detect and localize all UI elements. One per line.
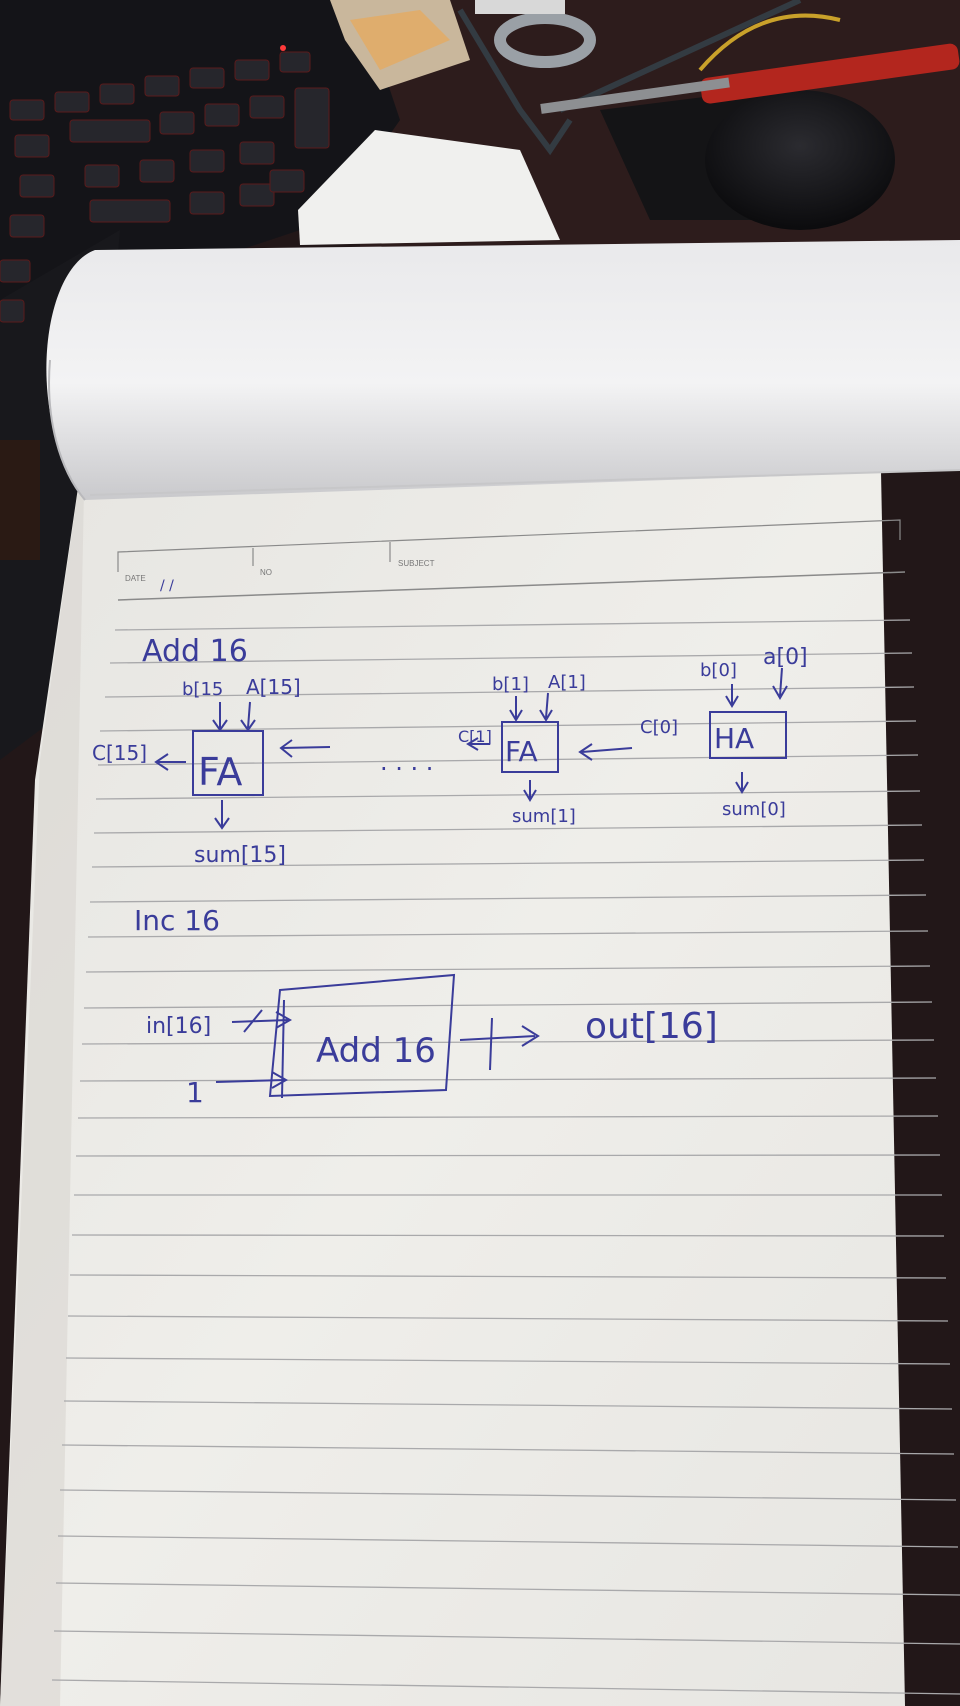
fa15-box (192, 730, 264, 796)
computer-mouse (705, 90, 895, 230)
glasses (457, 0, 802, 156)
c15-label: C[15] (92, 741, 147, 765)
fa1-label: FA (505, 735, 538, 768)
a0-label: a[0] (763, 645, 808, 670)
subject-label: SUBJECT (398, 559, 435, 568)
date-label: DATE (125, 574, 146, 583)
inc16-wires (215, 973, 540, 1099)
ha-box (709, 711, 787, 759)
fa1-box (501, 721, 559, 773)
date-slashes: / / (160, 578, 174, 594)
curled-page (46, 240, 960, 500)
notebook-page (0, 420, 905, 1706)
a1-label: A[1] (548, 672, 586, 693)
inc16-diagram: Inc 16 in[16] 1 Add 16 out[16] (134, 904, 718, 1109)
out16-label: out[16] (585, 1006, 718, 1047)
sum0-label: sum[0] (722, 799, 786, 820)
one-label: 1 (186, 1076, 204, 1109)
b1-label: b[1] (492, 674, 529, 695)
fa1-arrows (466, 692, 633, 802)
scissors (475, 0, 596, 68)
ha-label: HA (714, 722, 754, 755)
sum1-label: sum[1] (512, 806, 576, 827)
add16-diagram: Add 16 b[15 A[15] FA C[15] sum[15] . . .… (92, 634, 808, 868)
page-header (117, 519, 906, 601)
c1-label: C[1] (458, 727, 492, 746)
sum15-label: sum[15] (194, 843, 286, 868)
laptop-keyboard (0, 0, 400, 760)
b0-label: b[0] (700, 660, 737, 681)
loose-sheet (298, 130, 560, 245)
ellipsis: . . . . (380, 748, 433, 776)
add16-box-label: Add 16 (316, 1031, 436, 1071)
b15-label: b[15 (182, 679, 223, 700)
fa15-arrows (154, 701, 331, 830)
wrapper (350, 10, 450, 70)
a15-label: A[15] (246, 675, 301, 699)
ruled-lines (51, 619, 960, 1695)
c0-label: C[0] (640, 717, 678, 738)
ha-arrows (725, 667, 788, 794)
red-tool (540, 43, 960, 114)
add16-title: Add 16 (142, 634, 248, 669)
inc16-title: Inc 16 (134, 904, 220, 937)
in16-label: in[16] (146, 1014, 211, 1039)
fa15-label: FA (198, 750, 242, 794)
cable (698, 13, 841, 72)
no-label: NO (260, 568, 272, 577)
